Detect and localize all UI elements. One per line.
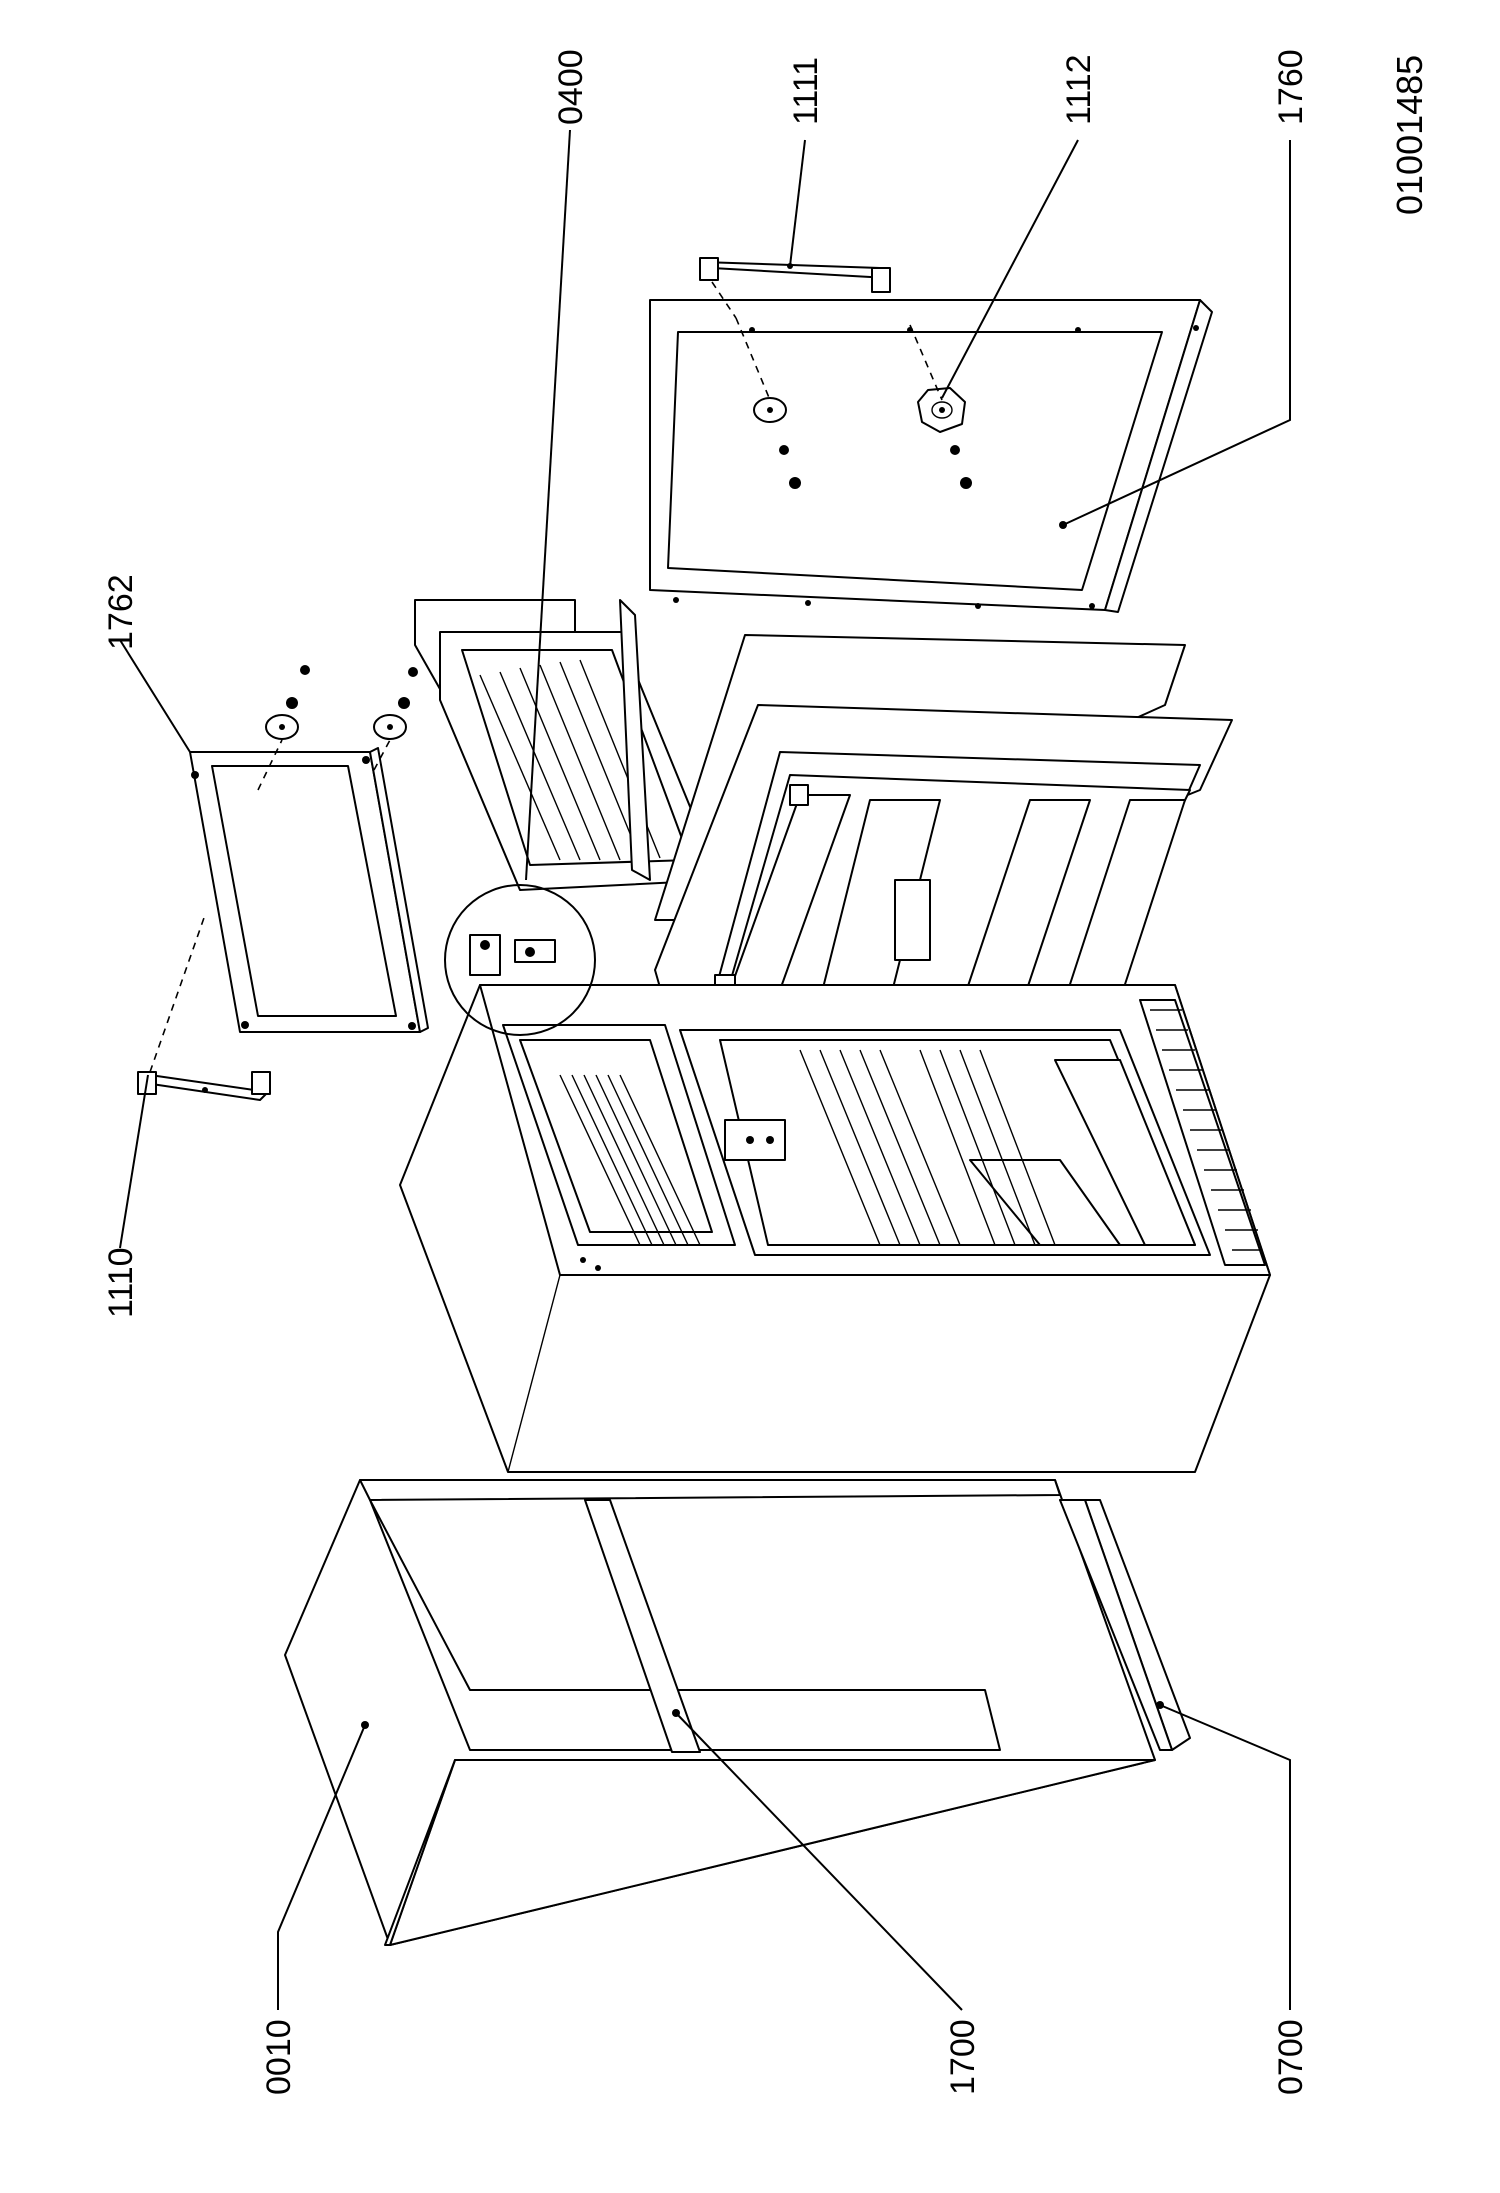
freezer-door-frame-1762 xyxy=(189,747,429,1033)
freezer-handle-1110 xyxy=(137,914,271,1101)
callout-1760: 1760 xyxy=(1272,49,1310,125)
callout-0010: 0010 xyxy=(260,2019,298,2095)
callout-1112: 1112 xyxy=(1060,54,1098,125)
bottom-vent-grille xyxy=(1139,999,1266,1266)
callout-0700: 0700 xyxy=(1272,2019,1310,2095)
freezer-door-hinge-washers xyxy=(257,665,418,791)
document-number: 01001485 xyxy=(1389,55,1430,215)
fridge-door-hinge-washers xyxy=(735,317,972,489)
callout-0400: 0400 xyxy=(552,49,590,125)
refrigerator-cabinet xyxy=(399,984,1271,1473)
fridge-shelves xyxy=(799,1049,1056,1246)
fridge-handle-1111 xyxy=(699,257,891,319)
callout-1700: 1700 xyxy=(944,2019,982,2095)
hinge-detail-circle xyxy=(444,884,596,1036)
freezer-grille xyxy=(559,1074,701,1246)
kick-plate-0700 xyxy=(1059,1499,1191,1751)
outer-casing-0010 xyxy=(284,1479,1156,1946)
fridge-door-1760 xyxy=(649,299,1213,613)
callout-1762: 1762 xyxy=(102,574,140,650)
inner-door-liner xyxy=(654,634,1233,1041)
callout-1110: 1110 xyxy=(102,1247,140,1318)
callout-1111: 1111 xyxy=(787,57,825,125)
freezer-evaporator-0400 xyxy=(414,599,721,891)
leader-lines xyxy=(118,129,1291,2011)
